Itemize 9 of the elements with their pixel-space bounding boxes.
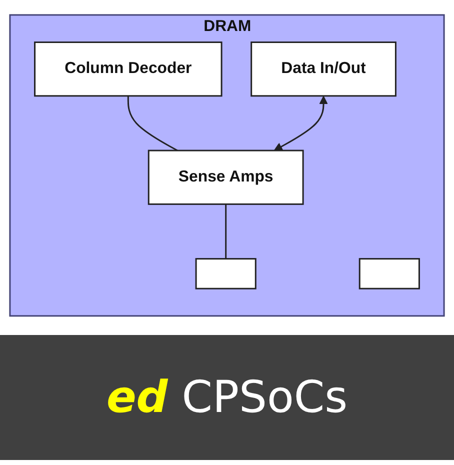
block-box: Data In/Out — [250, 41, 396, 96]
banner-title-text: ed — [106, 372, 168, 423]
block-box: Sense Amps — [148, 149, 304, 204]
connector — [225, 204, 227, 258]
banner-title-text: CPSoCs — [182, 372, 348, 423]
block-box: Column Decoder — [34, 41, 222, 96]
arrow — [274, 95, 328, 150]
group-title: DRAM — [204, 18, 250, 34]
connector — [127, 95, 178, 151]
